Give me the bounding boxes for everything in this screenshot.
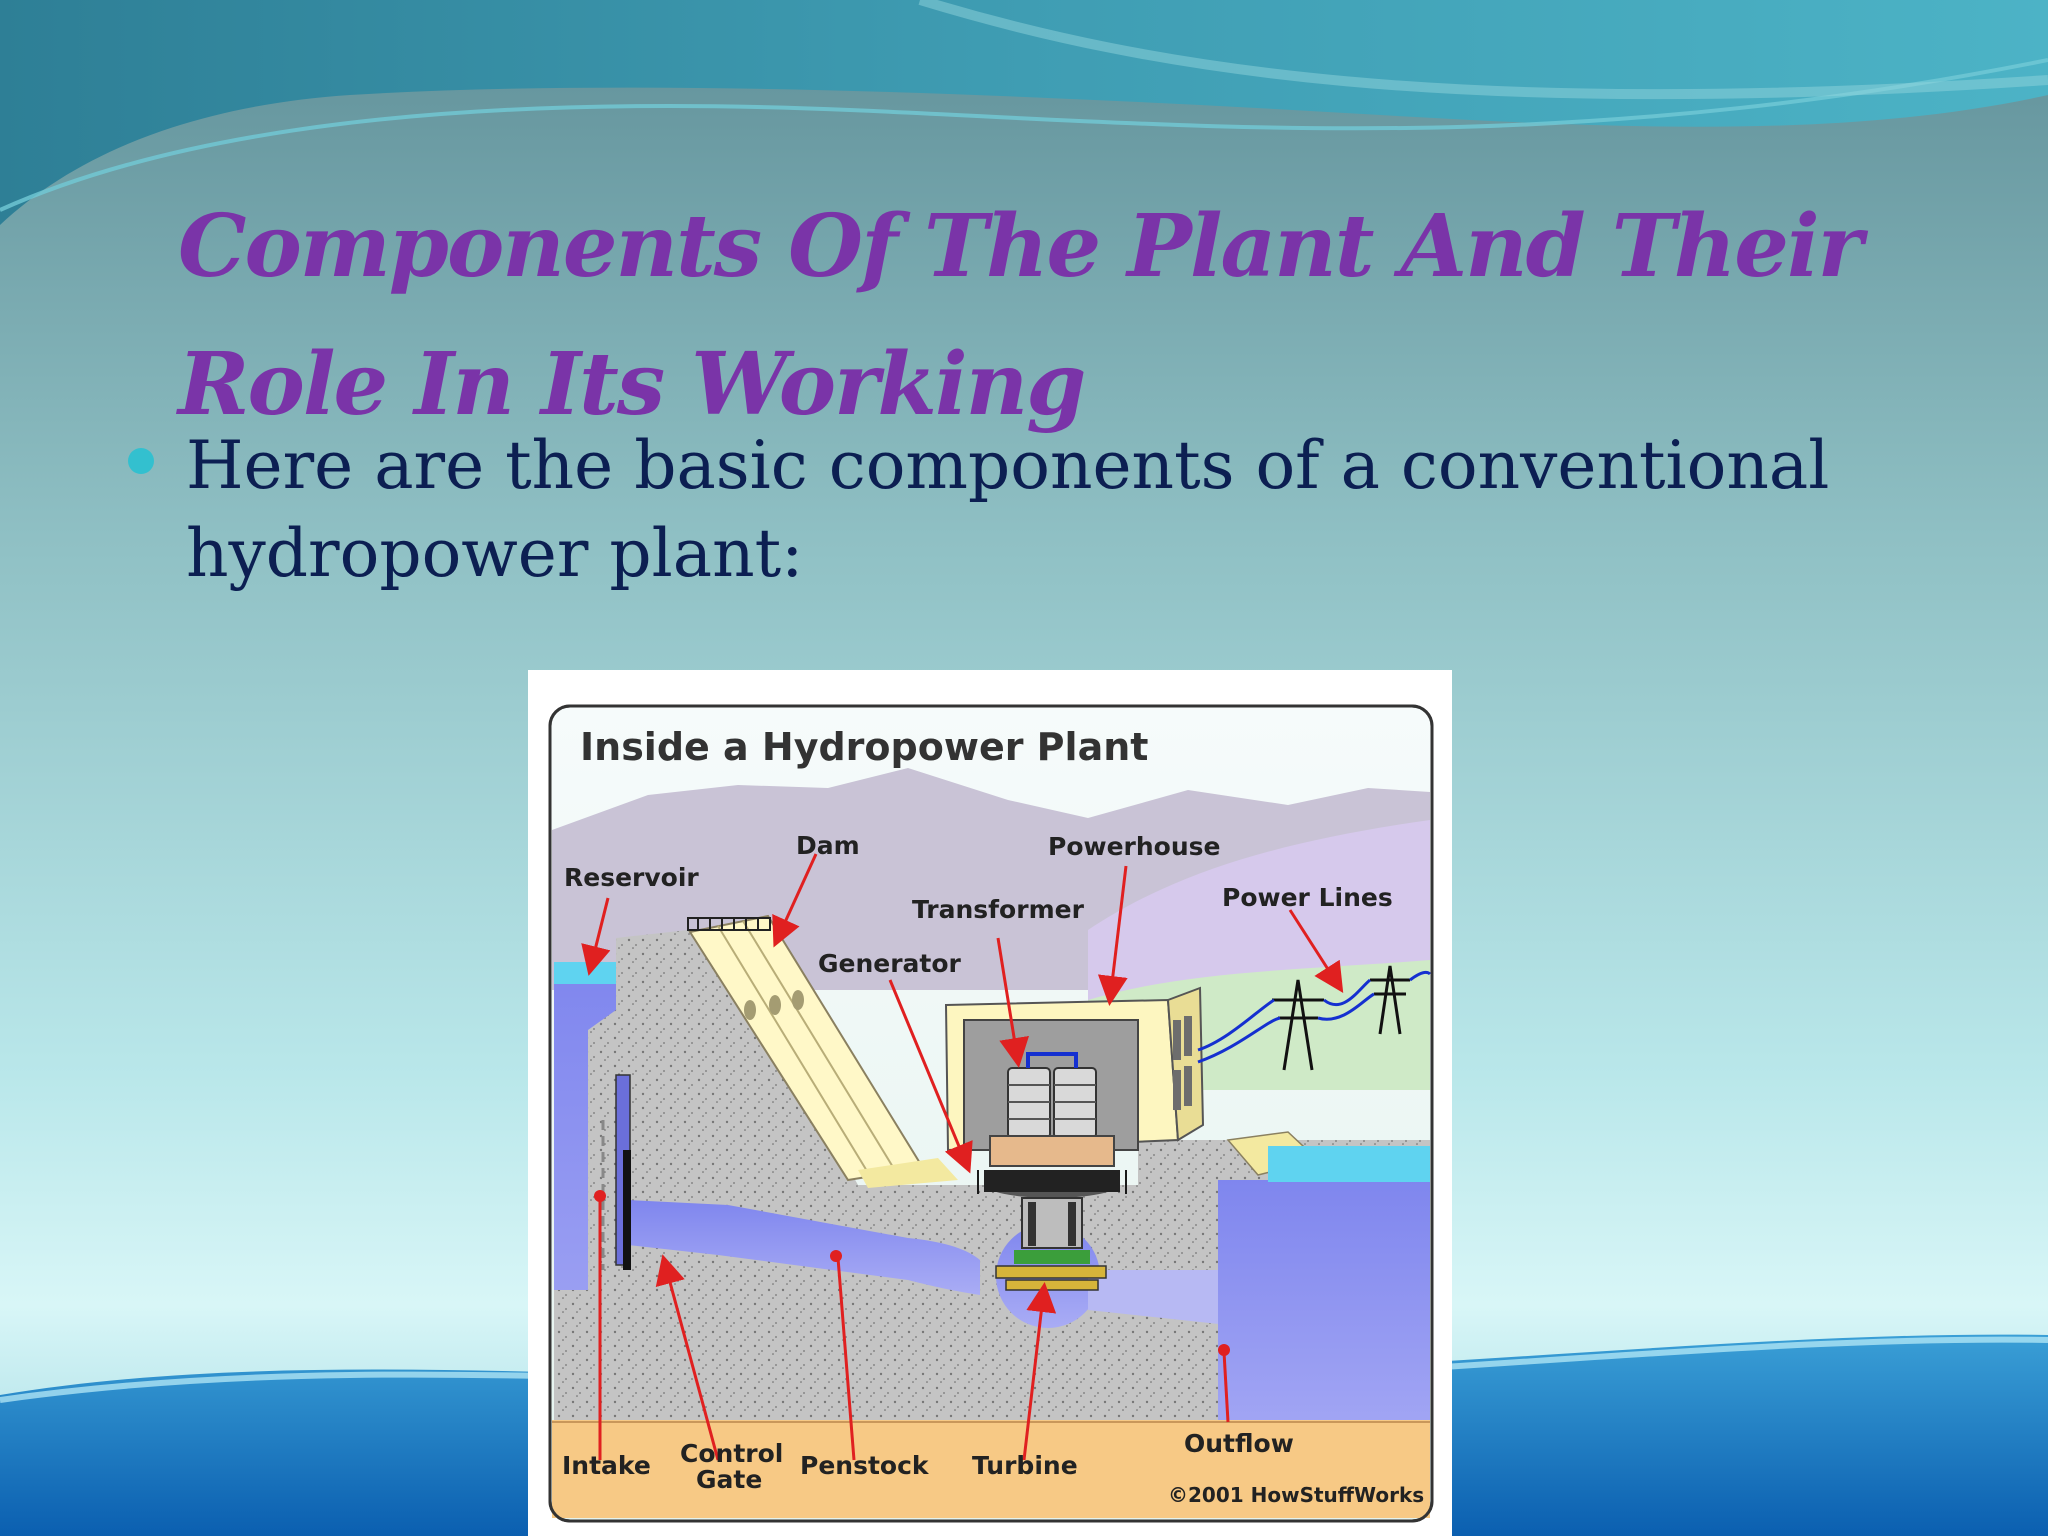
label-outflow: Outflow — [1184, 1429, 1294, 1458]
bullet-icon — [128, 448, 154, 474]
label-turbine: Turbine — [972, 1451, 1078, 1480]
label-dam: Dam — [796, 831, 860, 860]
copyright-text: ©2001 HowStuffWorks — [1168, 1483, 1424, 1507]
label-reservoir: Reservoir — [564, 863, 699, 892]
label-control-gate-line2: Gate — [696, 1465, 762, 1494]
hydropower-plant-diagram: Inside a Hydropower Plant Dam Powerhouse… — [528, 670, 1452, 1536]
label-control-gate-line1: Control — [680, 1439, 783, 1468]
label-generator: Generator — [818, 949, 962, 978]
label-powerhouse: Powerhouse — [1048, 832, 1221, 861]
label-intake: Intake — [562, 1451, 651, 1480]
slide-title: Components Of The Plant And Their Role I… — [178, 196, 1863, 435]
label-penstock: Penstock — [800, 1451, 930, 1480]
diagram-heading: Inside a Hydropower Plant — [580, 725, 1148, 769]
bullet-text: Here are the basic components of a conve… — [186, 427, 1830, 592]
label-power-lines: Power Lines — [1222, 883, 1393, 912]
label-transformer: Transformer — [912, 895, 1085, 924]
